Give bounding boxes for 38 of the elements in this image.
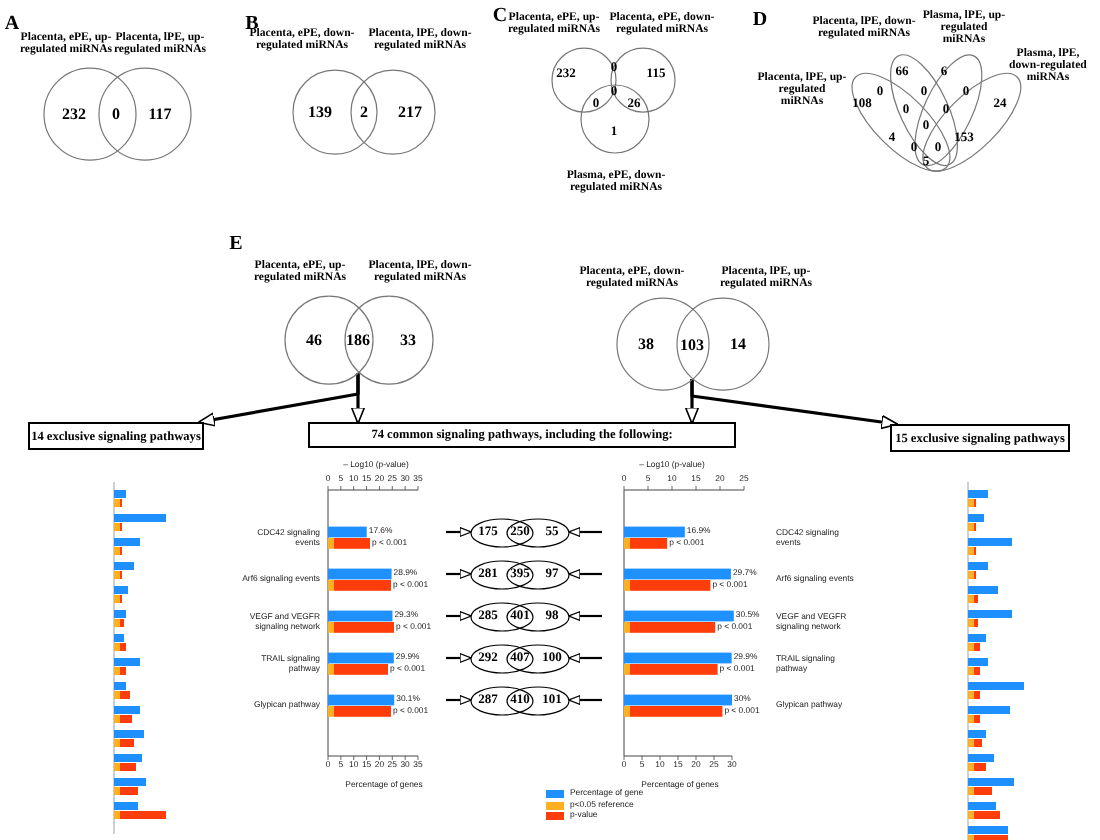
arrow [446, 653, 472, 663]
panel-letter: C [492, 5, 508, 27]
count-label: 33 [400, 331, 416, 349]
arrow [446, 527, 472, 537]
arrow [446, 695, 472, 705]
count-label: 38 [638, 335, 654, 353]
venn-circle [577, 265, 709, 391]
venn-ellipse [913, 9, 1009, 167]
panel-letter: D [752, 9, 768, 31]
arrow [568, 653, 602, 663]
arrow [446, 569, 472, 579]
count-label: 232 [62, 105, 86, 123]
count-label: 217 [398, 103, 422, 121]
arrow [446, 611, 472, 621]
venn-diagram [470, 685, 570, 715]
count-label: 103 [680, 335, 704, 379]
count-label: 139 [308, 103, 332, 121]
count-label: 0 [112, 105, 120, 123]
count-label: 46 [306, 331, 322, 349]
venn-diagram [470, 643, 570, 673]
arrow [568, 569, 602, 579]
venn-circle [343, 259, 475, 385]
arrow [568, 695, 602, 705]
count-label: 14 [730, 335, 746, 353]
arrow [350, 373, 366, 425]
count-label: 186 [346, 331, 370, 373]
panel-letter: A [4, 13, 20, 35]
count-label: 2 [360, 103, 368, 121]
arrow [568, 527, 602, 537]
venn-circle [561, 83, 671, 195]
venn-diagram [470, 601, 570, 631]
arrow [690, 379, 899, 430]
venn-diagram [470, 517, 570, 547]
panel-letter: E [229, 233, 243, 255]
arrow [568, 611, 602, 621]
venn-circle [607, 11, 717, 113]
count-label: 117 [148, 105, 172, 123]
venn-diagram [470, 559, 570, 589]
